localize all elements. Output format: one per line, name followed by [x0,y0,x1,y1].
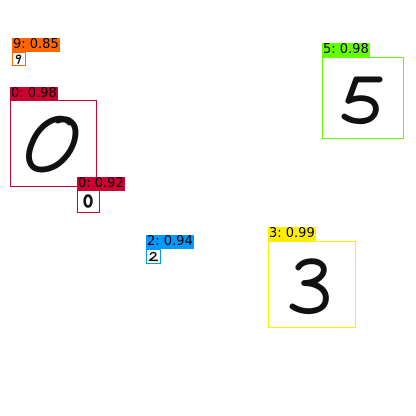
digit-0-glyph [83,194,93,208]
digit-2-glyph [148,251,159,262]
detection-label: 2: 0.94 [146,234,194,249]
detection-box [146,249,161,264]
detection-box [268,241,356,328]
detection-label: 9: 0.85 [12,37,60,52]
detection-box [12,52,26,66]
digit-3-glyph [289,258,329,315]
digit-0-glyph [26,115,79,173]
detection-box [322,57,404,139]
digit-5-glyph [341,76,383,125]
detection-label: 0: 0.92 [77,176,125,191]
detection-box [10,100,97,187]
detection-label: 3: 0.99 [268,226,316,241]
detection-label: 5: 0.98 [322,42,370,57]
detection-label: 0: 0.98 [10,86,58,101]
digit-9-glyph [15,54,22,64]
detection-box [77,190,100,213]
